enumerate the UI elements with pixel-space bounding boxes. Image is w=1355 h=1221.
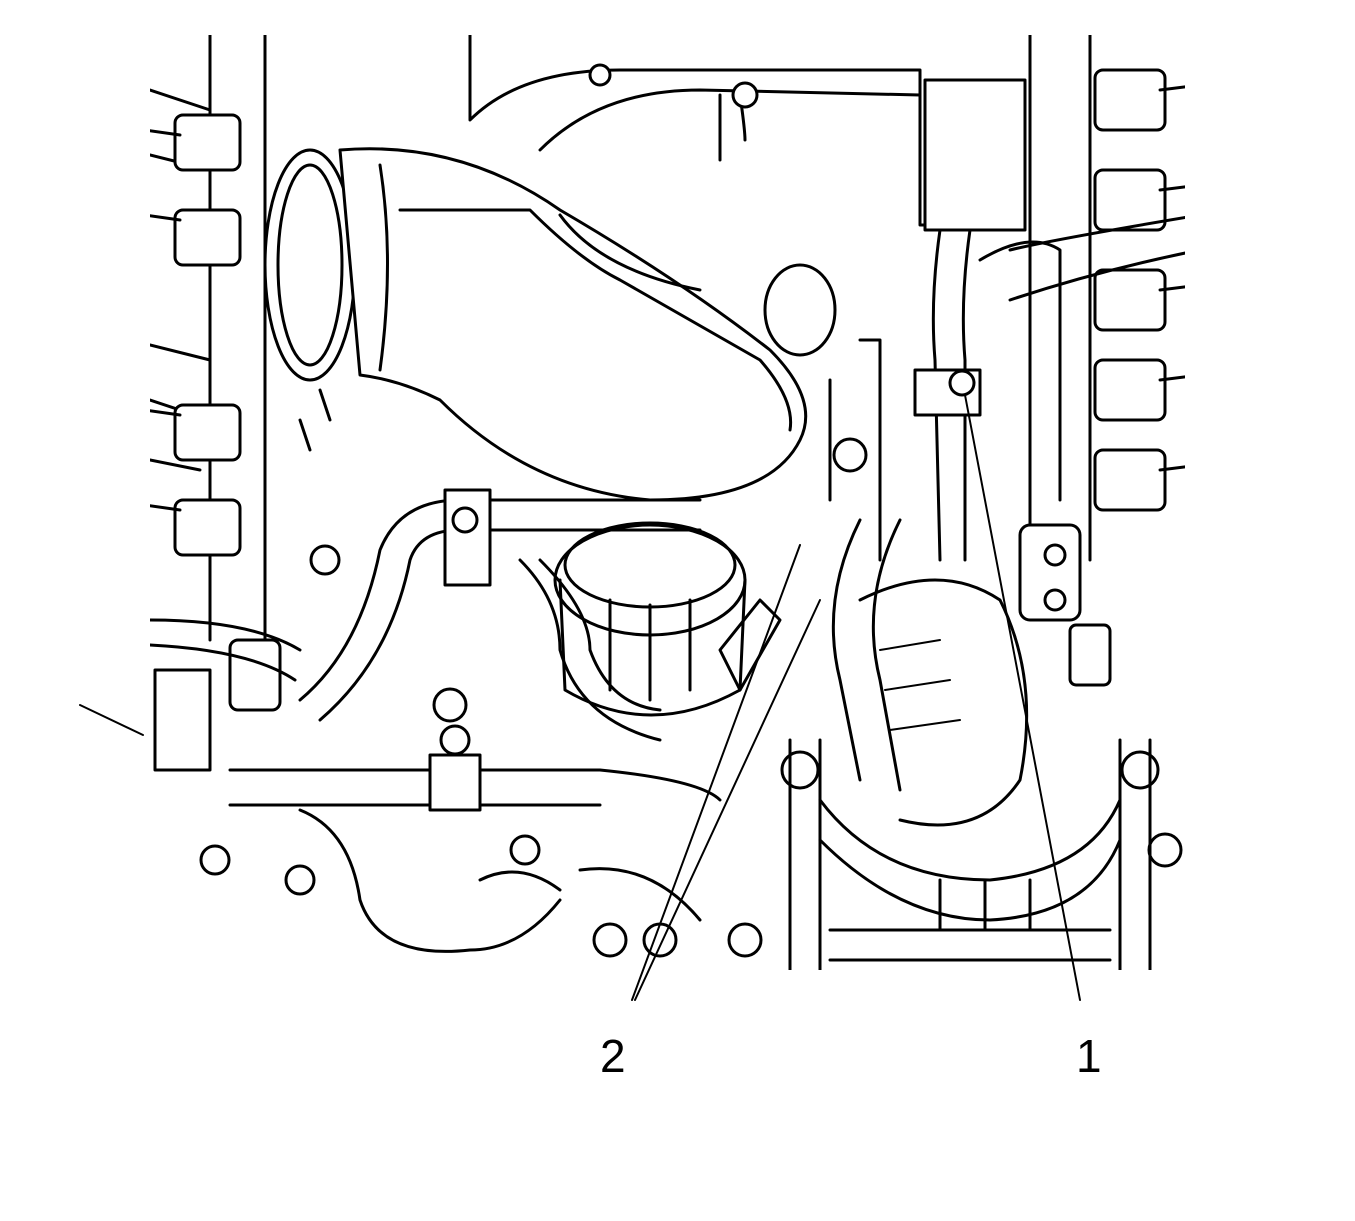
leader-line-unlabeled — [79, 704, 144, 736]
oil-filter — [553, 521, 747, 717]
engine-artwork — [150, 35, 1185, 970]
right-fuel-rail — [1028, 35, 1185, 562]
callout-label-2: 2 — [600, 1030, 626, 1082]
left-fuel-rail — [150, 35, 267, 642]
leader-line-2a — [631, 544, 801, 1001]
leader-line-2b — [634, 599, 821, 1001]
intake-manifold-top — [468, 35, 1027, 232]
bolts-and-brackets — [153, 368, 1183, 958]
callout-leaders — [79, 394, 1081, 1001]
air-intake-duct — [263, 147, 837, 502]
leader-line-1 — [964, 394, 1081, 1001]
lower-engine-block — [150, 338, 1152, 970]
callout-label-1: 1 — [1076, 1030, 1102, 1082]
callout-labels: 1 2 — [600, 1030, 1102, 1082]
